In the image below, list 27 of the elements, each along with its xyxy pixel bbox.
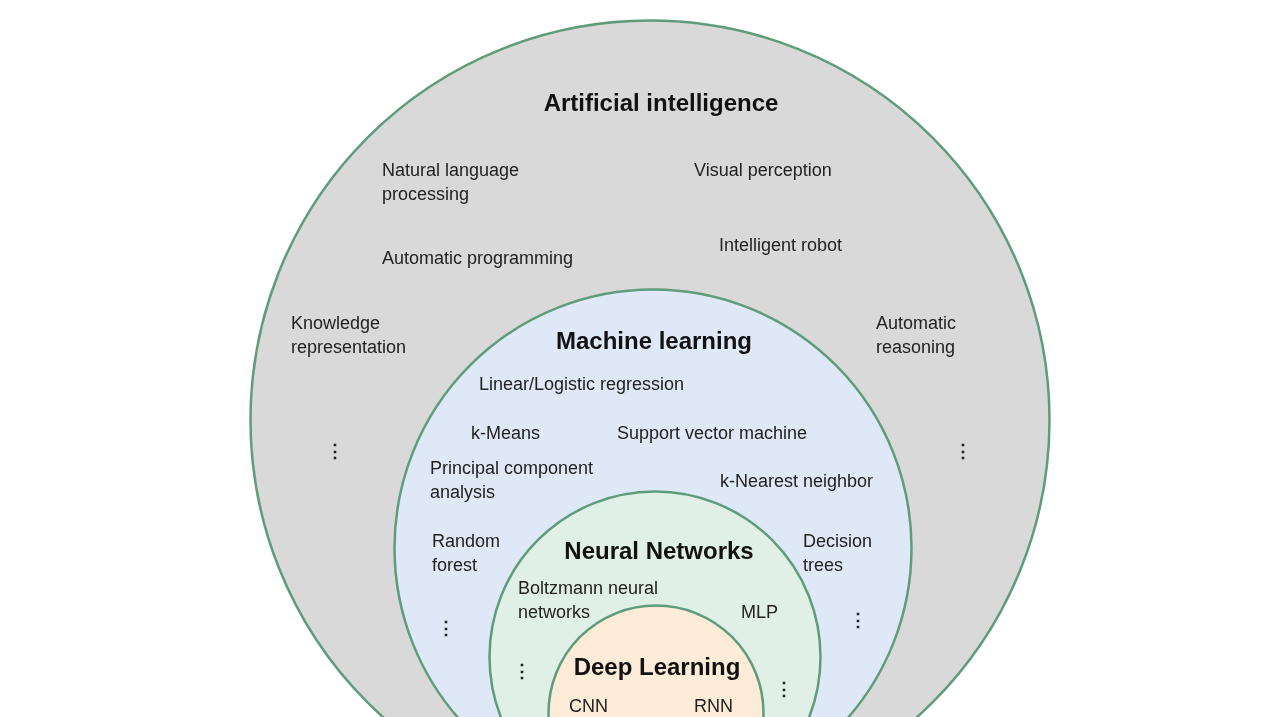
topic-label: Automatic programming (382, 247, 574, 270)
topic-label: Principal component analysis (430, 457, 595, 504)
vertical-ellipsis: ⋮ (849, 610, 867, 630)
topic-label: Knowledge representation (291, 312, 408, 359)
topic-label: Linear/Logistic regression (479, 373, 685, 396)
topic-label: Decision trees (803, 530, 874, 577)
topic-label: Intelligent robot (719, 234, 843, 257)
topic-label: Boltzmann neural networks (518, 577, 660, 624)
topic-label: Natural language processing (382, 159, 521, 206)
vertical-ellipsis: ⋮ (513, 661, 531, 681)
topic-label: k-Nearest neighbor (720, 470, 874, 493)
topic-label: MLP (741, 601, 778, 624)
topic-label: RNN (694, 695, 733, 717)
topic-label: k-Means (471, 422, 541, 445)
circle-title: Neural Networks (563, 536, 755, 566)
vertical-ellipsis: ⋮ (326, 441, 344, 461)
topic-label: Random forest (432, 530, 502, 577)
circle-title: Machine learning (554, 326, 753, 356)
topic-label: Support vector machine (617, 422, 808, 445)
topic-label: Visual perception (694, 159, 832, 182)
vertical-ellipsis: ⋮ (437, 618, 455, 638)
topic-label: CNN (569, 695, 608, 717)
circle-title: Deep Learning (572, 652, 742, 682)
topic-label: Automatic reasoning (876, 312, 958, 359)
vertical-ellipsis: ⋮ (775, 679, 793, 699)
circle-title: Artificial intelligence (542, 88, 780, 118)
vertical-ellipsis: ⋮ (954, 441, 972, 461)
